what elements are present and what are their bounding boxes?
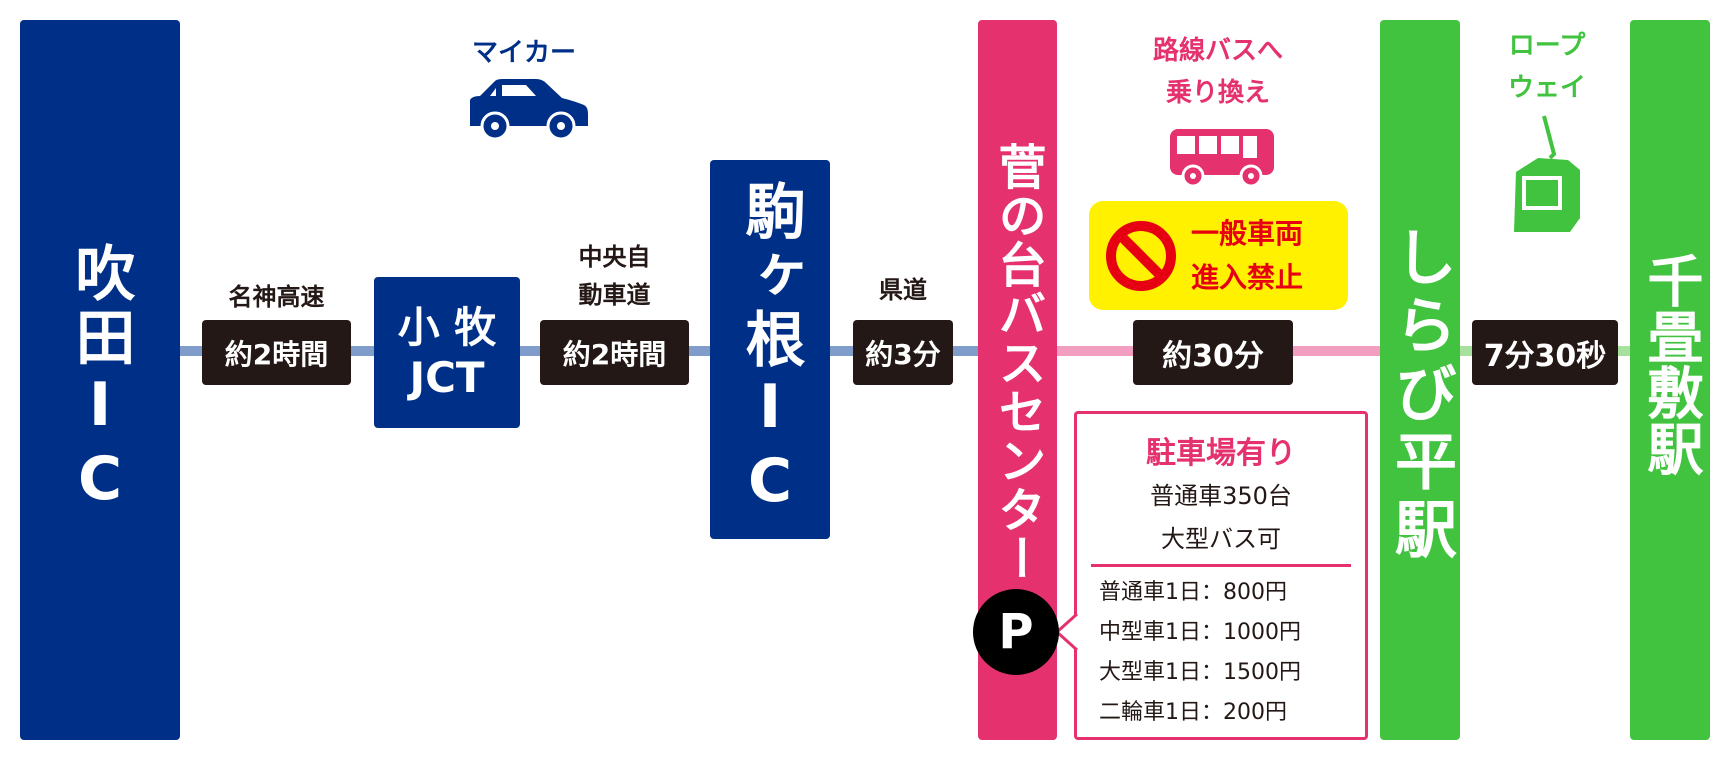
station-label: 菅の台バスセンター — [989, 142, 1046, 583]
segment-time: 約2時間 — [202, 320, 351, 385]
station-label: 小 牧 — [397, 302, 497, 352]
bus-icon — [1170, 129, 1274, 188]
parking-bus-ok: 大型バス可 — [1161, 525, 1281, 553]
notice-line: 進入禁止 — [1191, 260, 1304, 294]
segment-time: 約30分 — [1133, 320, 1293, 385]
notice-text: 一般車両 進入禁止 — [1191, 212, 1303, 300]
station-label: JCT — [409, 352, 485, 402]
station-komaki-jct: 小 牧 JCT — [374, 277, 520, 428]
divider — [1091, 564, 1351, 567]
parking-title: 駐車場有り — [1146, 436, 1296, 471]
segment-label-prefectural-road: 県道 — [879, 276, 927, 304]
ropeway-gondola-icon — [1514, 115, 1580, 232]
station-label: 駒ヶ根IC — [735, 179, 805, 520]
mode-label-line: ロープ — [1508, 31, 1586, 61]
fee-item: 中型車1日：1000円 — [1099, 620, 1301, 645]
segment-label-chuo: 中央自 動車道 — [540, 238, 689, 314]
mode-label-line: 路線バスへ — [1152, 36, 1283, 66]
no-entry-icon — [1106, 220, 1176, 291]
parking-info-box: 駐車場有り 普通車350台 大型バス可 普通車1日：800円 中型車1日：100… — [1074, 411, 1368, 740]
car-icon — [470, 79, 588, 140]
segment-label-line: 動車道 — [578, 281, 651, 309]
parking-capacity: 普通車350台 — [1150, 482, 1292, 510]
mode-label-car: マイカー — [471, 38, 576, 68]
segment-time: 約3分 — [853, 320, 953, 385]
segment-label-line: 中央自 — [578, 243, 651, 271]
parking-fees: 普通車1日：800円 中型車1日：1000円 大型車1日：1500円 二輪車1日… — [1077, 573, 1365, 733]
fee-item: 普通車1日：800円 — [1099, 580, 1287, 605]
station-suita-ic: 吹田IC — [20, 20, 180, 740]
mode-label-bus: 路線バスへ 乗り換え — [1118, 30, 1318, 114]
station-label: 千畳敷駅 — [1638, 252, 1703, 476]
fee-item: 二輪車1日：200円 — [1099, 700, 1287, 725]
segment-time: 7分30秒 — [1472, 320, 1618, 385]
station-label: しらび平駅 — [1384, 225, 1457, 565]
station-senjojiki: 千畳敷駅 — [1630, 20, 1710, 740]
notice-line: 一般車両 — [1191, 216, 1304, 250]
mode-label-line: 乗り換え — [1165, 78, 1270, 108]
segment-time: 約2時間 — [540, 320, 689, 385]
station-shirabidaira: しらび平駅 — [1380, 20, 1460, 740]
parking-badge-label: P — [998, 604, 1034, 660]
mode-label-line: ウェイ — [1507, 73, 1586, 103]
segment-label-meishin: 名神高速 — [228, 283, 325, 311]
mode-label-ropeway: ロープ ウェイ — [1487, 25, 1607, 109]
no-entry-notice: 一般車両 進入禁止 — [1089, 201, 1348, 310]
station-label: 吹田IC — [65, 242, 135, 518]
fee-item: 大型車1日：1500円 — [1099, 660, 1301, 685]
parking-badge-icon: P — [973, 589, 1059, 675]
station-komagane-ic: 駒ヶ根IC — [710, 160, 830, 539]
